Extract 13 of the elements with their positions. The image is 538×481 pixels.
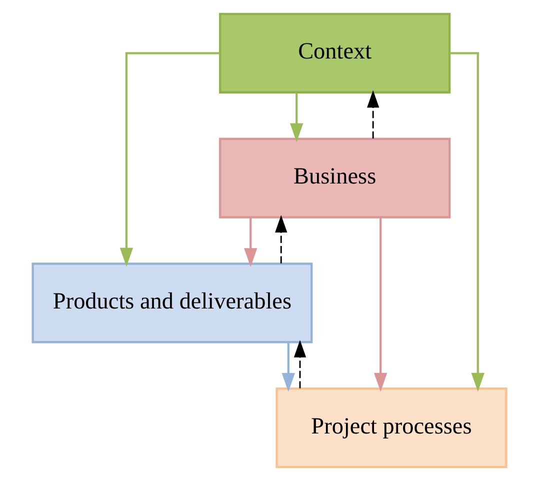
- node-box: Project processes: [275, 388, 507, 468]
- node-box: Context: [218, 12, 450, 94]
- arrow: [373, 218, 387, 392]
- arrow: [366, 90, 379, 139]
- arrow: [244, 218, 257, 267]
- arrow: [274, 215, 287, 264]
- arrow: [290, 92, 303, 142]
- node-box: Business: [218, 138, 450, 218]
- arrow: [281, 342, 294, 392]
- arrow: [119, 52, 220, 267]
- arrow: [293, 340, 306, 388]
- arrow: [449, 52, 484, 392]
- node-box: Products and deliverables: [31, 262, 312, 344]
